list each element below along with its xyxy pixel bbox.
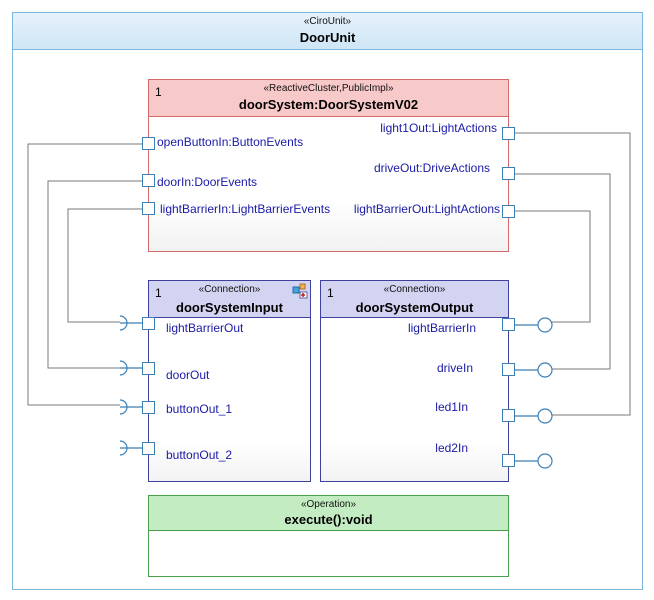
wire-lightbarrierout-lightbarrierin xyxy=(515,210,591,323)
output-connection-header[interactable]: 1 «Connection» doorSystemOutput xyxy=(320,280,509,318)
port-openbuttonin[interactable] xyxy=(142,137,155,150)
label-driveout: driveOut:DriveActions xyxy=(373,161,490,175)
wire-lightbarrierin-lightbarrierout xyxy=(67,208,142,323)
label-input-lightbarrierout: lightBarrierOut xyxy=(166,321,244,335)
label-drivein: driveIn xyxy=(436,361,473,375)
port-doorin[interactable] xyxy=(142,174,155,187)
unit-header[interactable]: «CiroUnit» DoorUnit xyxy=(12,12,643,50)
cluster-stereotype: «ReactiveCluster,PublicImpl» xyxy=(263,83,394,94)
port-buttonout1[interactable] xyxy=(142,401,155,414)
wire-doorin-doorout xyxy=(47,180,142,369)
input-connection-header[interactable]: 1 «Connection» doorSystemInput xyxy=(148,280,311,318)
operation-name: execute():void xyxy=(284,512,373,527)
label-doorin: doorIn:DoorEvents xyxy=(157,175,258,189)
port-led1in[interactable] xyxy=(502,409,515,422)
label-buttonout2: buttonOut_2 xyxy=(166,448,233,462)
label-lightbarrierout: lightBarrierOut:LightActions xyxy=(353,202,500,216)
operation-header[interactable]: «Operation» execute():void xyxy=(148,495,509,531)
wire-light1out-led1in xyxy=(515,132,631,416)
label-led2in: led2In xyxy=(435,441,468,455)
port-lightbarrierin[interactable] xyxy=(142,202,155,215)
port-doorout[interactable] xyxy=(142,362,155,375)
operation-stereotype: «Operation» xyxy=(300,499,357,510)
port-drivein[interactable] xyxy=(502,363,515,376)
cluster-name: doorSystem:DoorSystemV02 xyxy=(238,97,419,112)
port-driveout[interactable] xyxy=(502,167,515,180)
port-light1out[interactable] xyxy=(502,127,515,140)
label-light1out: light1Out:LightActions xyxy=(380,121,497,135)
port-led2in[interactable] xyxy=(502,454,515,467)
port-buttonout2[interactable] xyxy=(142,442,155,455)
wire-openbutton-buttonout1 xyxy=(27,143,142,406)
wire-driveout-drivein xyxy=(515,173,611,370)
port-lightbarrierin-output[interactable] xyxy=(502,318,515,331)
output-name: doorSystemOutput xyxy=(355,300,474,315)
lollipop-drivein xyxy=(537,362,553,378)
port-lightbarrierout-input[interactable] xyxy=(142,317,155,330)
unit-stereotype: «CiroUnit» xyxy=(303,16,352,27)
add-port-icon[interactable] xyxy=(292,283,309,299)
lollipop-lightbarrierin xyxy=(537,317,553,333)
cluster-header[interactable]: 1 «ReactiveCluster,PublicImpl» doorSyste… xyxy=(148,79,509,117)
label-led1in: led1In xyxy=(435,400,468,414)
label-output-lightbarrierin: lightBarrierIn xyxy=(407,321,476,335)
label-lightbarrierin: lightBarrierIn:LightBarrierEvents xyxy=(160,202,331,216)
lollipop-led2in xyxy=(537,453,553,469)
lollipop-led1in xyxy=(537,408,553,424)
input-multiplicity: 1 xyxy=(155,286,162,300)
input-stereotype: «Connection» xyxy=(198,284,261,295)
label-doorout: doorOut xyxy=(166,368,210,382)
output-multiplicity: 1 xyxy=(327,286,334,300)
cluster-multiplicity: 1 xyxy=(155,85,162,99)
port-lightbarrierout[interactable] xyxy=(502,205,515,218)
input-name: doorSystemInput xyxy=(176,300,283,315)
label-buttonout1: buttonOut_1 xyxy=(166,402,233,416)
label-openbuttonin: openButtonIn:ButtonEvents xyxy=(157,135,304,149)
unit-name: DoorUnit xyxy=(299,30,356,45)
output-stereotype: «Connection» xyxy=(383,284,446,295)
